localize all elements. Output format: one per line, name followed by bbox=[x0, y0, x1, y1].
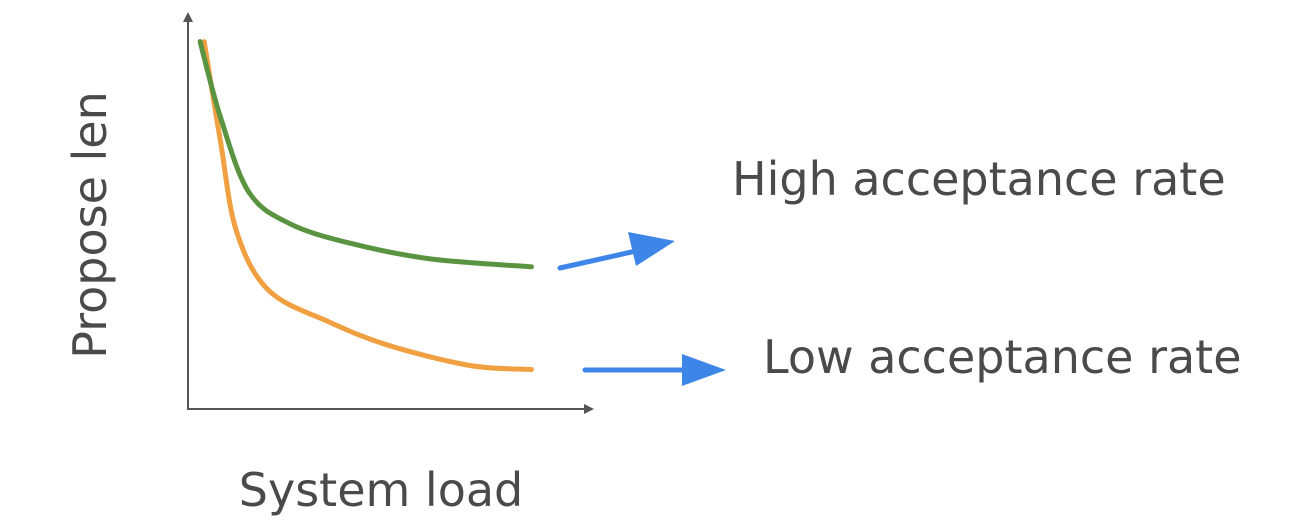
high-acceptance-arrow bbox=[557, 232, 675, 271]
low-acceptance-arrow bbox=[582, 354, 726, 386]
low-arrow-head bbox=[682, 354, 726, 386]
series-layer bbox=[197, 39, 534, 372]
series-line-high-acceptance-rate bbox=[197, 39, 534, 270]
series-line-low-acceptance-rate bbox=[201, 39, 534, 372]
high-arrow-shaft bbox=[557, 248, 639, 271]
high-acceptance-label: High acceptance rate bbox=[732, 152, 1226, 206]
x-axis-label: System load bbox=[239, 463, 523, 517]
high-arrow-head bbox=[628, 232, 675, 266]
y-axis-label: Propose len bbox=[63, 91, 117, 358]
low-acceptance-label: Low acceptance rate bbox=[763, 330, 1242, 384]
